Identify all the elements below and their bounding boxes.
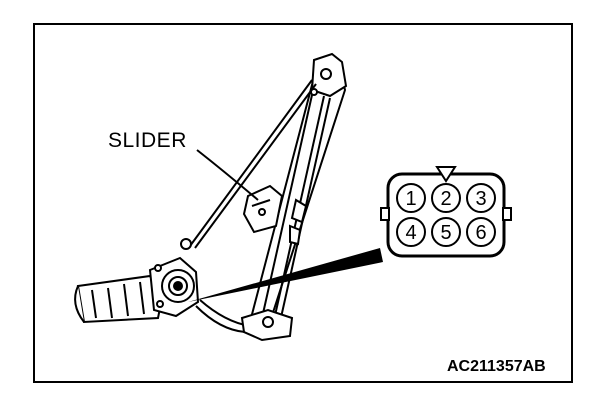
triangle-key-icon bbox=[435, 166, 457, 183]
pin-number-5: 5 bbox=[440, 222, 451, 244]
figure-code: AC211357AB bbox=[447, 358, 546, 375]
connector-callout-wedge bbox=[188, 248, 383, 302]
top-bracket bbox=[310, 52, 348, 98]
regulator-motor bbox=[74, 238, 200, 324]
pin-number-4: 4 bbox=[405, 222, 416, 244]
pin-number-6: 6 bbox=[475, 222, 486, 244]
bottom-bracket bbox=[240, 308, 294, 342]
figure-frame bbox=[33, 23, 573, 383]
connector-pin-5: 5 bbox=[431, 217, 461, 247]
connector-pin-3: 3 bbox=[466, 183, 496, 213]
connector-latch-left bbox=[380, 207, 390, 221]
connector-latch-right bbox=[502, 207, 512, 221]
connector-pin-6: 6 bbox=[466, 217, 496, 247]
connector-pin-1: 1 bbox=[396, 183, 426, 213]
pin-number-1: 1 bbox=[405, 188, 416, 210]
pin-number-2: 2 bbox=[440, 188, 451, 210]
connector-pin-4: 4 bbox=[396, 217, 426, 247]
slider-leader-line bbox=[196, 149, 259, 201]
connector-pin-2: 2 bbox=[431, 183, 461, 213]
slider-callout-label: SLIDER bbox=[108, 129, 187, 152]
connector-face-view: 1 2 3 4 5 6 bbox=[380, 166, 512, 258]
pin-number-3: 3 bbox=[475, 188, 486, 210]
slider-carriage bbox=[242, 184, 308, 246]
